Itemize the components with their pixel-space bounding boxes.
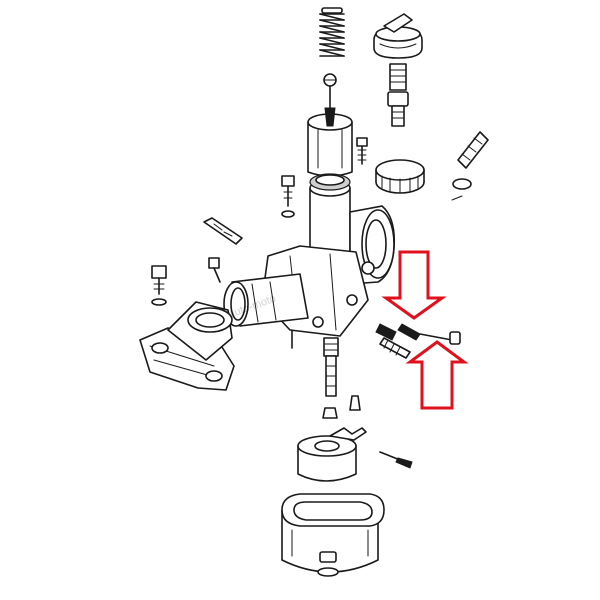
body-screws <box>151 175 295 306</box>
float-pin <box>379 451 413 469</box>
callout-arrow-down <box>381 250 447 320</box>
fuel-hose-nipple <box>451 131 489 201</box>
ring-nut <box>375 159 425 194</box>
slide-screw <box>356 137 368 165</box>
float-bowl <box>281 493 385 577</box>
idle-mixture-screw <box>375 323 461 359</box>
intake-manifold <box>139 301 235 391</box>
carburetor-top-cap <box>373 13 423 59</box>
throttle-slide <box>307 107 353 177</box>
throttle-spring <box>319 7 345 57</box>
carburetor-body <box>223 173 396 349</box>
needle-jet <box>322 337 361 419</box>
needle-clip <box>323 73 337 109</box>
callout-arrow-up <box>405 340 469 410</box>
cable-adjuster <box>387 63 409 127</box>
float <box>297 427 367 482</box>
